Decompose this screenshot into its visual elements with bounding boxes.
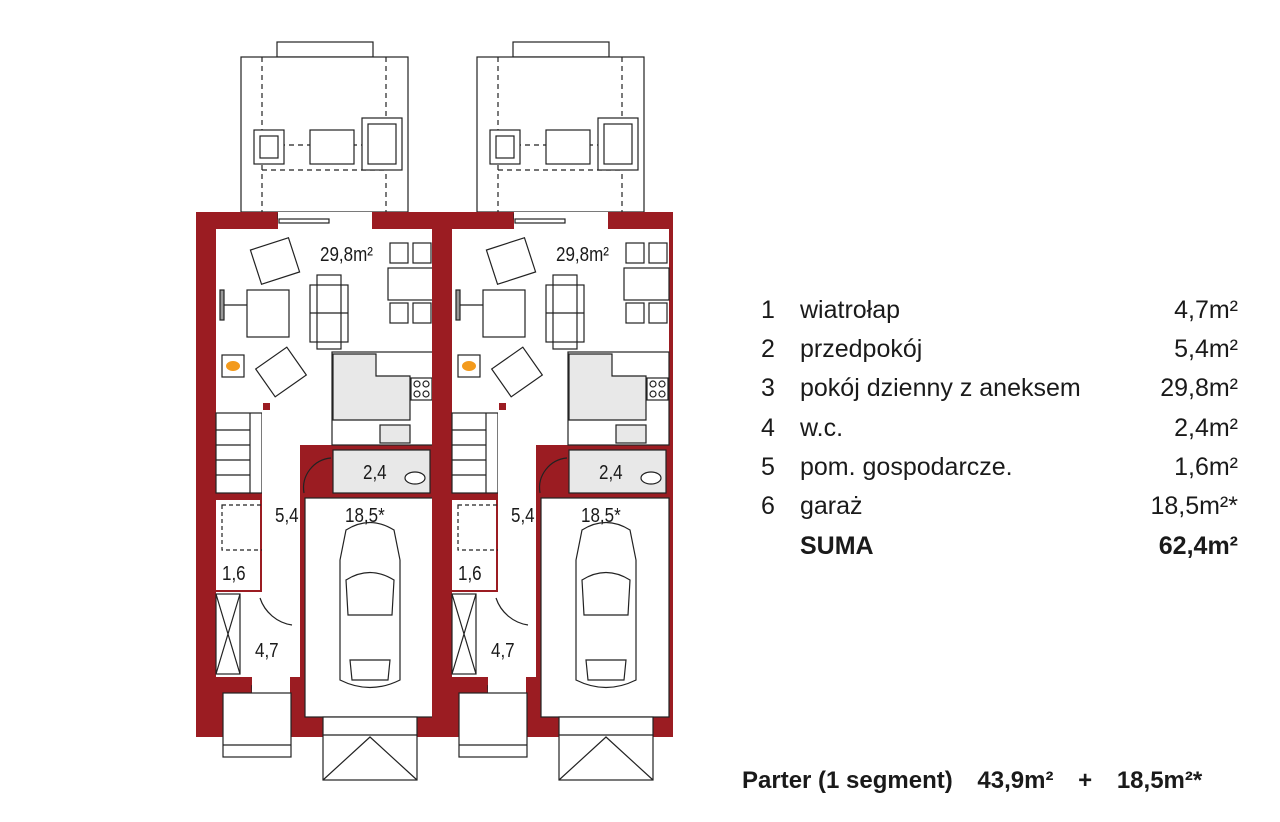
room-area: 2,4m² xyxy=(1174,414,1238,442)
row-number: 1 xyxy=(761,296,775,324)
legend-row: 4 w.c. 2,4m² xyxy=(758,414,1248,444)
living-area: 43,9m² xyxy=(977,767,1054,794)
segment-right xyxy=(431,41,674,781)
legend-row: 1 wiatrołap 4,7m² xyxy=(758,296,1248,326)
room-name: garaż xyxy=(800,492,863,520)
segment-left xyxy=(195,41,438,781)
room-label-garage: 18,5* xyxy=(345,505,385,527)
row-number: 4 xyxy=(761,414,775,442)
plus-sign: + xyxy=(1078,767,1093,794)
row-number: 3 xyxy=(761,374,775,402)
room-label-living: 29,8m² xyxy=(556,244,609,266)
room-label-garage: 18,5* xyxy=(581,505,621,527)
total-label: SUMA xyxy=(800,532,874,560)
room-label-utility: 1,6 xyxy=(458,563,482,585)
total-area: 62,4m² xyxy=(1158,532,1238,560)
legend-row: 5 pom. gospodarcze. 1,6m² xyxy=(758,453,1248,483)
room-label-wc: 2,4 xyxy=(363,462,387,484)
row-number: 6 xyxy=(761,492,775,520)
room-name: pokój dzienny z aneksem xyxy=(800,374,1081,402)
room-label-hall: 5,4 xyxy=(275,505,299,527)
floor-summary: Parter (1 segment) 43,9m² + 18,5m²* xyxy=(742,767,1220,795)
room-area: 5,4m² xyxy=(1174,335,1238,363)
room-name: pom. gospodarcze. xyxy=(800,453,1013,481)
room-name: wiatrołap xyxy=(800,296,901,324)
room-name: przedpokój xyxy=(800,335,923,363)
room-label-vestibule: 4,7 xyxy=(255,640,279,662)
legend-row: 2 przedpokój 5,4m² xyxy=(758,335,1248,365)
garage-area: 18,5m²* xyxy=(1116,767,1203,794)
floor-plan xyxy=(195,41,674,781)
room-area: 29,8m² xyxy=(1160,374,1238,402)
legend-total: SUMA 62,4m² xyxy=(758,532,1248,562)
room-label-wc: 2,4 xyxy=(599,462,623,484)
legend-row: 3 pokój dzienny z aneksem 29,8m² xyxy=(758,374,1248,404)
floor-label: Parter (1 segment) xyxy=(742,767,953,794)
room-label-hall: 5,4 xyxy=(511,505,535,527)
room-label-living: 29,8m² xyxy=(320,244,373,266)
legend-row: 6 garaż 18,5m²* xyxy=(758,492,1248,522)
room-name: w.c. xyxy=(800,414,844,442)
room-area: 1,6m² xyxy=(1174,453,1238,481)
room-area: 18,5m²* xyxy=(1150,492,1238,520)
room-label-utility: 1,6 xyxy=(222,563,246,585)
room-area: 4,7m² xyxy=(1174,296,1238,324)
row-number: 2 xyxy=(761,335,775,363)
row-number: 5 xyxy=(761,453,775,481)
room-label-vestibule: 4,7 xyxy=(491,640,515,662)
